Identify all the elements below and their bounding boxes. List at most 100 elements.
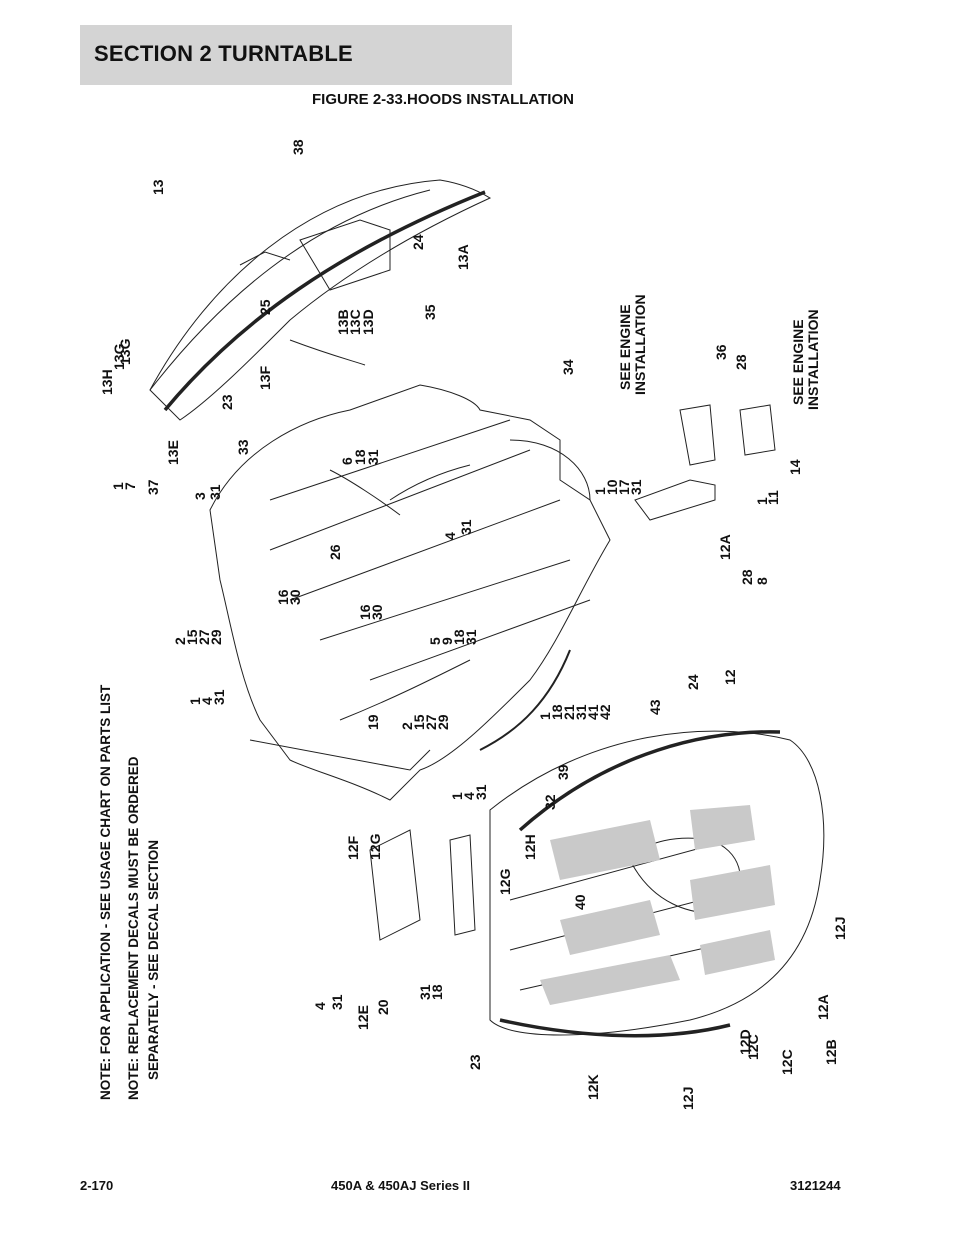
callout-82: 20 — [375, 999, 391, 1015]
callout-0: 38 — [290, 139, 306, 155]
decal-panel — [550, 820, 660, 880]
callout-12: 13H — [99, 369, 115, 395]
callout-32: 17 — [616, 479, 632, 495]
footer-model: 450A & 450AJ Series II — [331, 1178, 470, 1193]
callout-50: 18 — [451, 629, 467, 645]
callout-76: 12G — [367, 833, 383, 860]
callout-10: 13G — [117, 338, 133, 365]
callout-3: 13A — [455, 244, 471, 270]
callout-79: 4 — [312, 1002, 328, 1010]
callout-29: 14 — [787, 459, 803, 475]
callout-22: 18 — [352, 449, 368, 465]
callout-44: 2 — [172, 637, 188, 645]
callout-30: 1 — [592, 487, 608, 495]
latch-arc — [479, 649, 571, 751]
callout-18: 33 — [235, 439, 251, 455]
callout-93: 12B — [823, 1039, 839, 1065]
callout-83: 31 — [417, 984, 433, 1000]
callout-49: 9 — [439, 637, 455, 645]
callout-labels: 38132413A3513B13C13D252313G13F13H13G13E1… — [99, 139, 848, 1110]
footer-doc-number: 3121244 — [790, 1178, 841, 1193]
reference-engine-b: SEE ENGINE — [790, 319, 806, 405]
callout-37: 4 — [442, 532, 458, 540]
callout-2: 24 — [410, 234, 426, 250]
callout-54: 31 — [211, 689, 227, 705]
lower-hood-outline — [489, 730, 825, 1036]
callout-5: 13B — [335, 309, 351, 335]
callout-13: 13G — [111, 343, 127, 370]
figure-title: FIGURE 2-33.HOODS INSTALLATION — [312, 91, 574, 108]
callout-39: 26 — [327, 544, 343, 560]
callout-58: 27 — [423, 714, 439, 730]
callout-72: 1 — [449, 792, 465, 800]
callout-56: 2 — [399, 722, 415, 730]
note-decal-section: SEPARATELY - SEE DECAL SECTION — [146, 840, 161, 1080]
callout-48: 5 — [427, 637, 443, 645]
engine-bracket — [739, 404, 776, 456]
callout-45: 15 — [184, 629, 200, 645]
callout-23: 31 — [365, 449, 381, 465]
callout-86: 12K — [585, 1074, 601, 1100]
callout-7: 13D — [360, 309, 376, 335]
callout-16: 7 — [122, 482, 138, 490]
callout-62: 21 — [561, 704, 577, 720]
callout-21: 6 — [339, 457, 355, 465]
callout-25: 36 — [713, 344, 729, 360]
callout-81: 12E — [355, 1005, 371, 1030]
callout-60: 1 — [537, 712, 553, 720]
callout-70: 32 — [542, 794, 558, 810]
callout-20: 31 — [207, 484, 223, 500]
callout-46: 27 — [196, 629, 212, 645]
callout-28: 1 — [754, 497, 770, 505]
callout-33: 31 — [628, 479, 644, 495]
callout-74: 31 — [473, 784, 489, 800]
section-banner: SECTION 2 TURNTABLE — [80, 25, 512, 85]
callout-1: 13 — [150, 179, 166, 195]
callout-88: 12J — [832, 917, 848, 940]
reference-engine-a-2: INSTALLATION — [632, 294, 648, 395]
callout-14: 13E — [165, 440, 181, 465]
callout-36: 8 — [754, 577, 770, 585]
reference-engine-b-2: INSTALLATION — [805, 309, 821, 410]
callout-71: 40 — [572, 894, 588, 910]
reference-engine-a: SEE ENGINE — [617, 304, 633, 390]
upper-hood-edge — [163, 190, 486, 412]
callout-65: 42 — [597, 704, 613, 720]
callout-55: 19 — [365, 714, 381, 730]
latch-assembly — [634, 479, 716, 521]
callout-91: 12C — [779, 1049, 795, 1075]
hinge-bracket — [679, 404, 716, 466]
callout-64: 41 — [585, 704, 601, 720]
callout-31: 10 — [604, 479, 620, 495]
left-bracket — [369, 829, 421, 941]
callout-19: 3 — [192, 492, 208, 500]
callout-59: 29 — [435, 714, 451, 730]
callout-84: 18 — [429, 984, 445, 1000]
callout-92: 12A — [815, 994, 831, 1020]
callout-87: 12J — [680, 1087, 696, 1110]
turntable-frame — [209, 384, 611, 801]
callout-57: 15 — [411, 714, 427, 730]
callout-73: 4 — [461, 792, 477, 800]
hoods-exploded-drawing: NOTE: FOR APPLICATION - SEE USAGE CHART … — [98, 139, 848, 1110]
callout-67: 24 — [685, 674, 701, 690]
callout-80: 31 — [329, 994, 345, 1010]
upper-hood-outline — [149, 179, 492, 421]
callout-53: 4 — [199, 697, 215, 705]
footer-page: 2-170 — [80, 1178, 114, 1193]
callout-38: 31 — [458, 519, 474, 535]
note-decals: NOTE: REPLACEMENT DECALS MUST BE ORDERED — [126, 756, 141, 1100]
callout-78: 12G — [497, 868, 513, 895]
callout-26: 28 — [733, 354, 749, 370]
callout-90: 12C — [745, 1034, 761, 1060]
callout-41: 30 — [287, 589, 303, 605]
callout-51: 31 — [463, 629, 479, 645]
note-application: NOTE: FOR APPLICATION - SEE USAGE CHART … — [98, 684, 113, 1100]
callout-27: 11 — [765, 490, 781, 505]
callout-35: 28 — [739, 569, 755, 585]
callout-68: 12 — [722, 669, 738, 685]
callout-40: 16 — [275, 589, 291, 605]
callout-69: 39 — [555, 764, 571, 780]
callout-42: 16 — [357, 604, 373, 620]
lower-hood-edge — [518, 730, 781, 832]
